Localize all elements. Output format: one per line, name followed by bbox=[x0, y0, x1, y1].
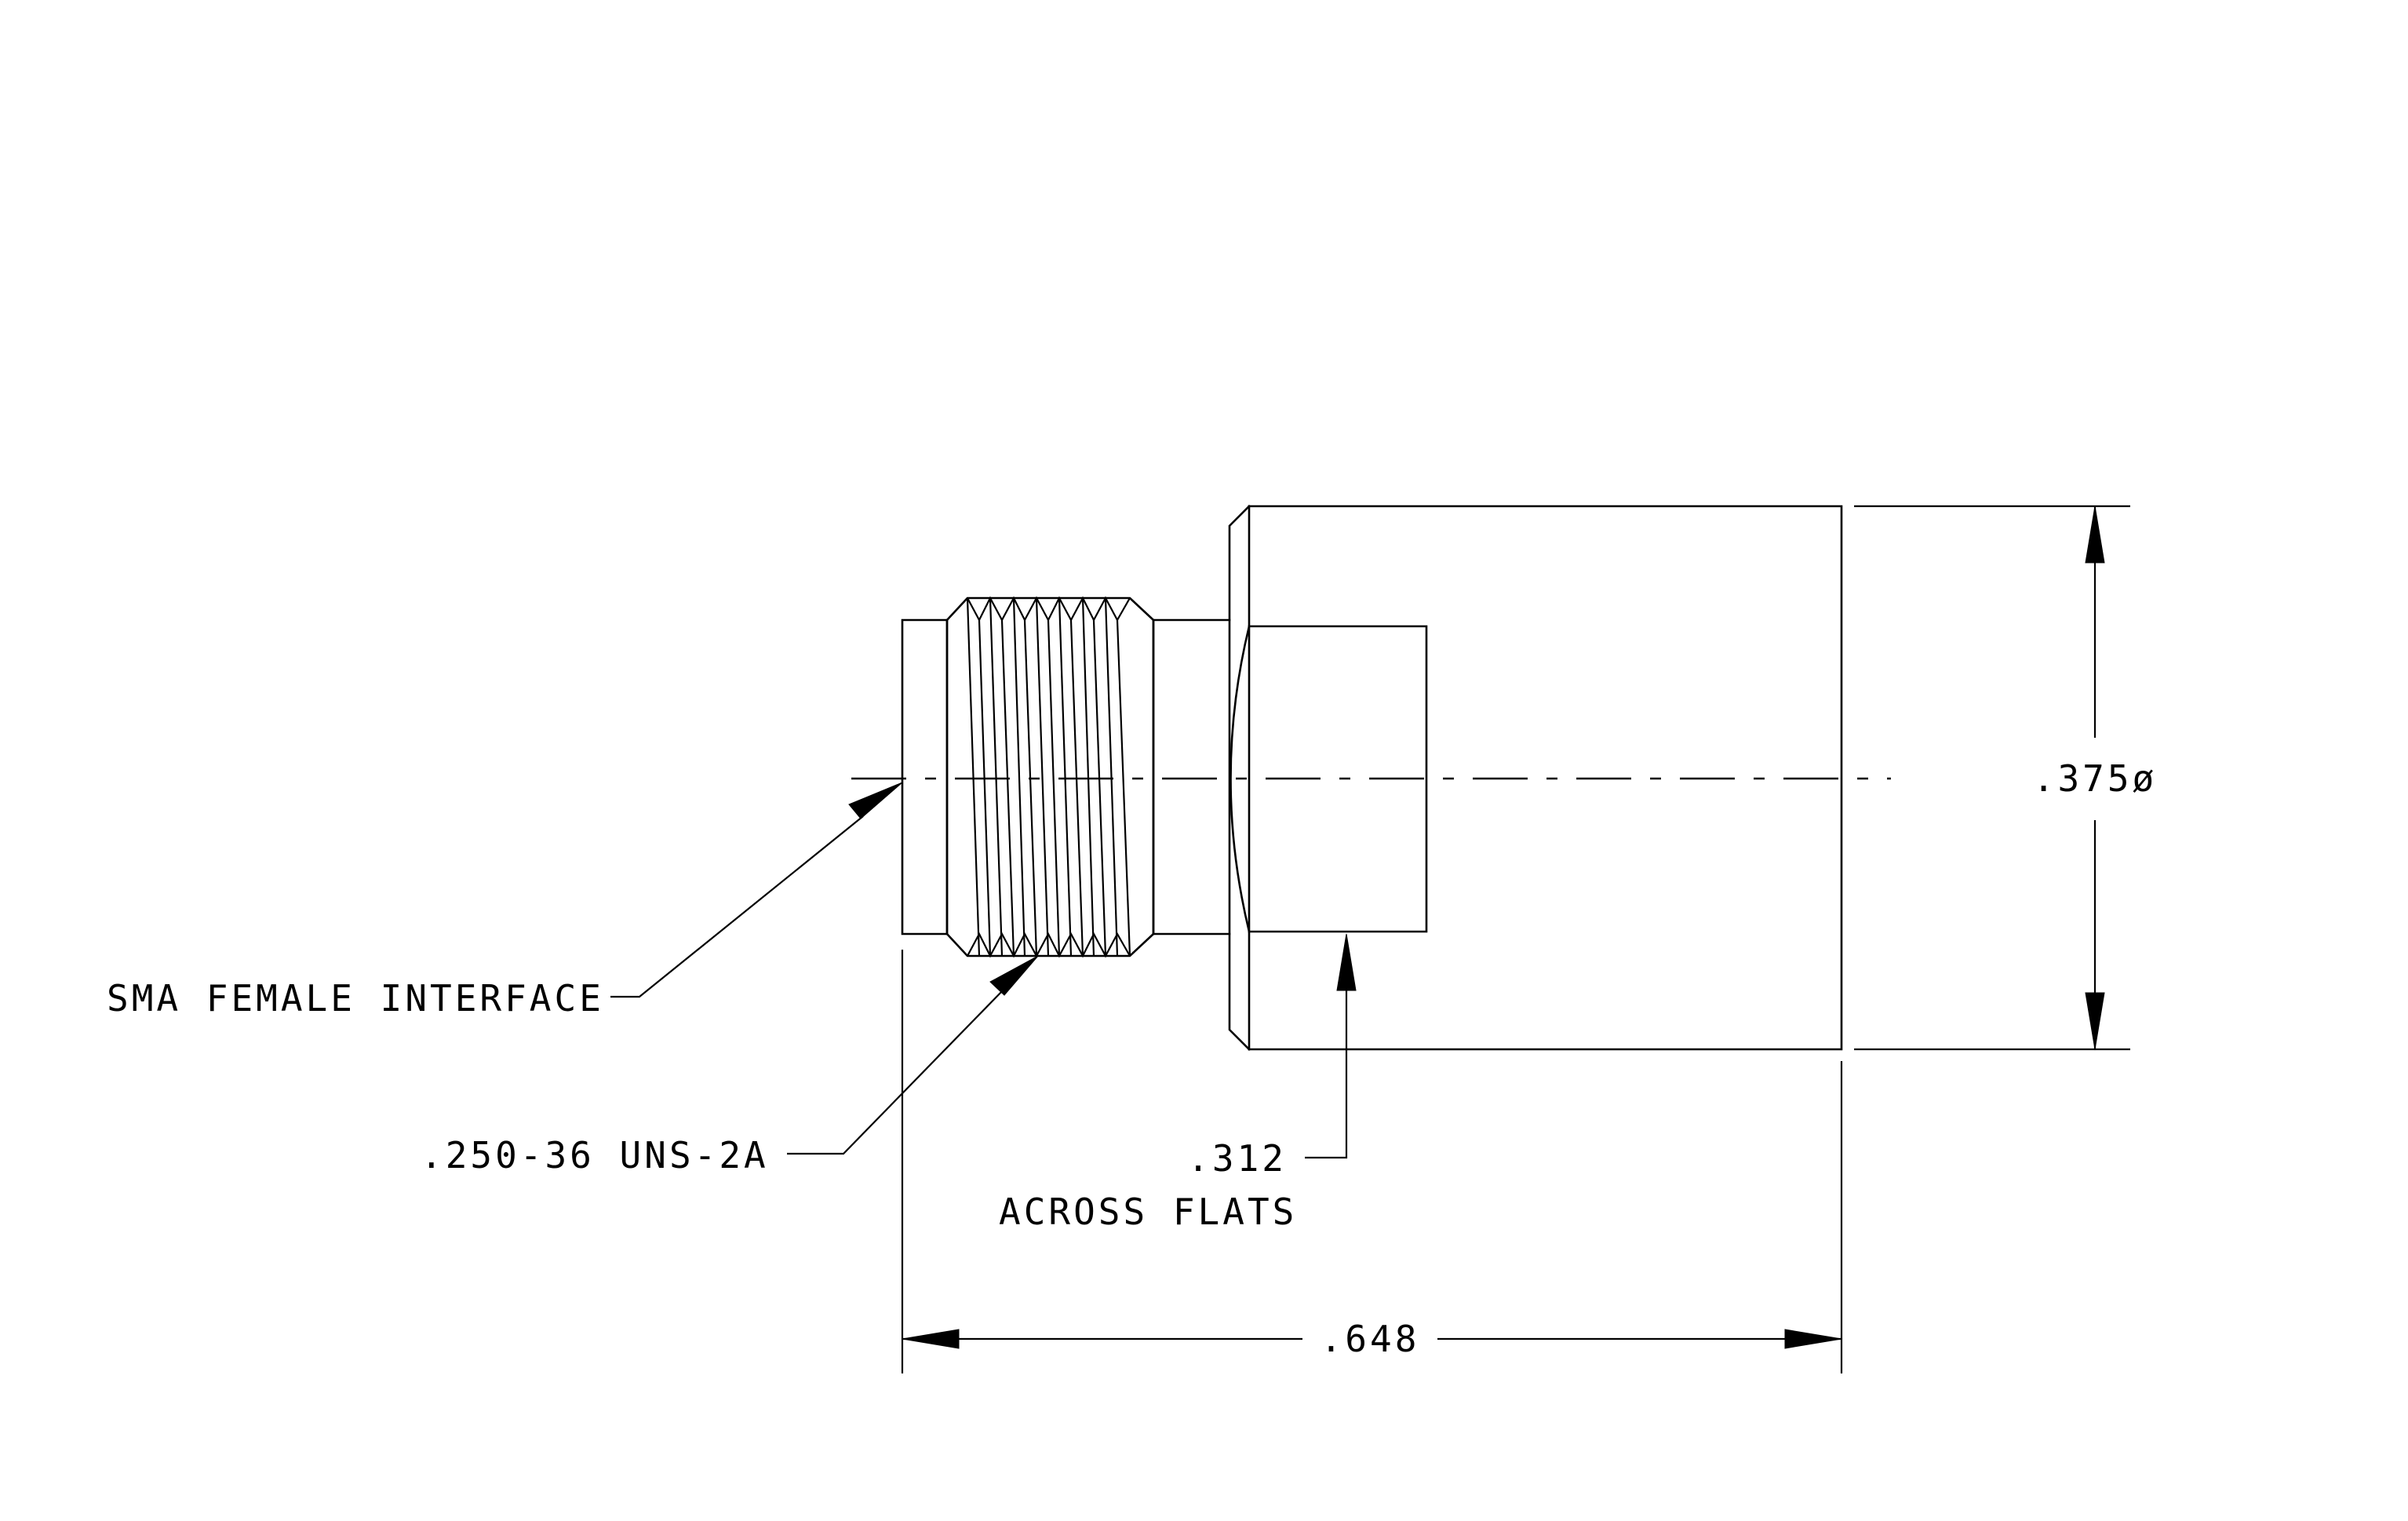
length-dimension: .648 bbox=[901, 950, 1843, 1373]
interface-face bbox=[901, 618, 949, 936]
connector-outline bbox=[851, 505, 1891, 1051]
flats-callout: .312 ACROSS FLATS bbox=[999, 933, 1357, 1233]
length-arrow-left bbox=[902, 1329, 960, 1349]
diameter-arrow-top bbox=[2085, 505, 2105, 564]
thread-spec-label: .250-36 UNS-2A bbox=[421, 1134, 769, 1176]
sma-leader-arrow bbox=[848, 782, 903, 819]
body-outline bbox=[1248, 505, 1843, 1051]
flats-note-label: ACROSS FLATS bbox=[999, 1191, 1297, 1233]
hex-flat-curve bbox=[1230, 625, 1251, 933]
hex-flat bbox=[1248, 625, 1428, 933]
length-label: .648 bbox=[1321, 1318, 1420, 1360]
flats-leader-arrow bbox=[1336, 933, 1357, 991]
thread-lines bbox=[966, 596, 1131, 958]
hex-shoulder bbox=[1228, 505, 1251, 1051]
sma-interface-callout: SMA FEMALE INTERFACE bbox=[107, 782, 903, 1019]
sma-interface-label: SMA FEMALE INTERFACE bbox=[107, 977, 604, 1019]
diameter-label: .375ø bbox=[2033, 757, 2157, 800]
flats-dim-label: .312 bbox=[1187, 1137, 1287, 1180]
thread-callout: .250-36 UNS-2A bbox=[421, 955, 1039, 1176]
diameter-arrow-bottom bbox=[2085, 992, 2105, 1050]
length-arrow-right bbox=[1784, 1329, 1842, 1349]
diameter-dimension: .375ø bbox=[1854, 505, 2157, 1051]
thread-leader-arrow bbox=[989, 955, 1039, 996]
